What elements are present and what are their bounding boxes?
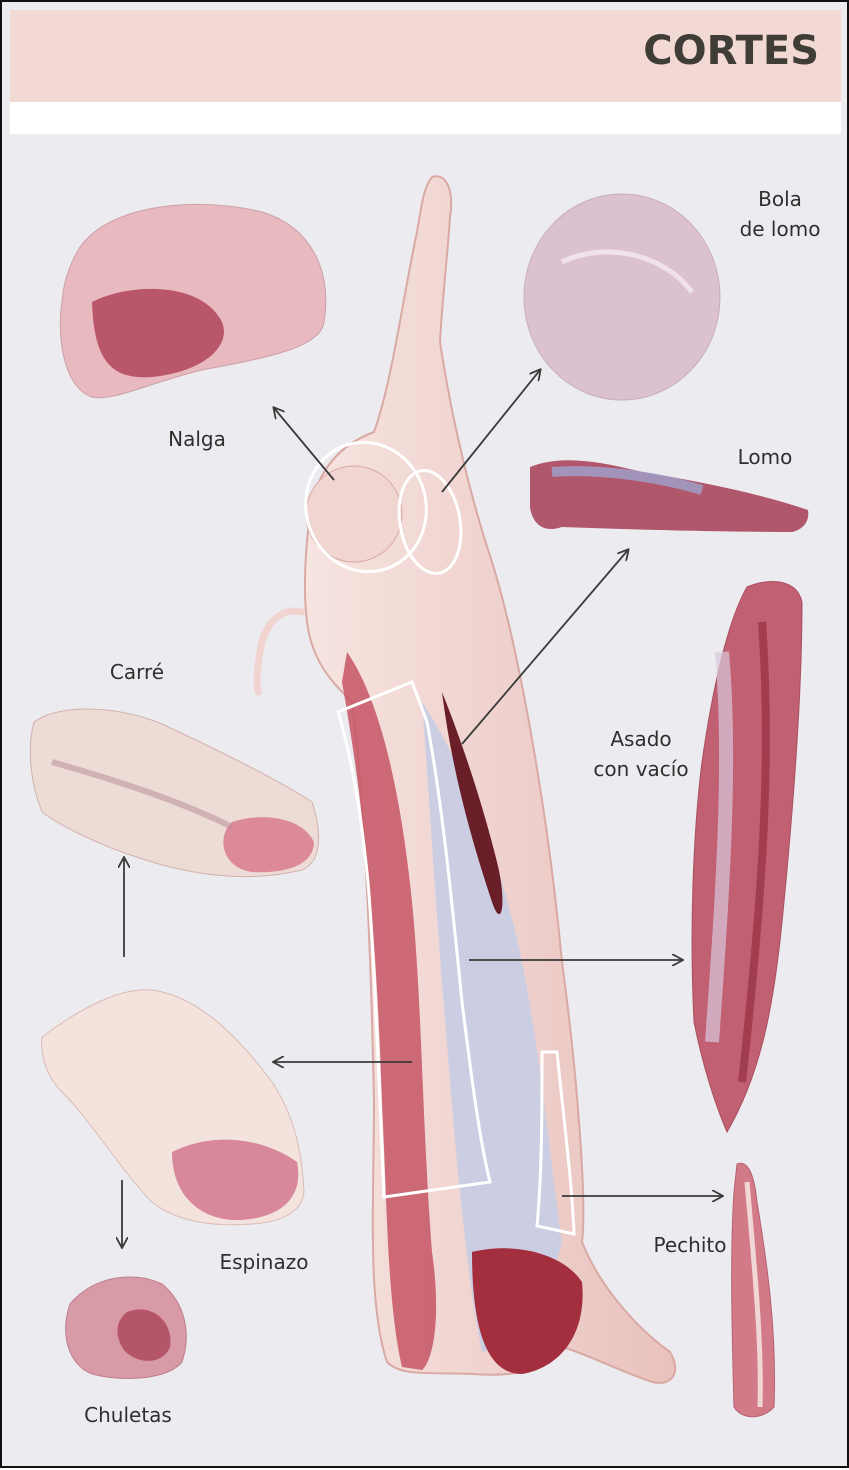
label-espinazo: Espinazo (214, 1247, 314, 1277)
label-nalga: Nalga (162, 424, 232, 454)
asado-con-vacio-cut (692, 582, 802, 1132)
bola-de-lomo-cut (524, 194, 720, 400)
chuletas-cut (66, 1277, 187, 1379)
label-chuletas: Chuletas (78, 1400, 178, 1430)
espinazo-cut (42, 990, 304, 1225)
label-lomo: Lomo (730, 442, 800, 472)
hoof-hook (257, 611, 302, 692)
arrow-to-nalga (274, 408, 334, 480)
pechito-cut (732, 1163, 775, 1416)
label-bola-de-lomo: Bola de lomo (732, 184, 828, 244)
label-asado-line2: con vacío (586, 754, 696, 784)
label-asado-con-vacio: Asado con vacío (586, 724, 696, 784)
label-bola-de-lomo-line1: Bola (732, 184, 828, 214)
carre-cut (30, 709, 318, 877)
label-bola-de-lomo-line2: de lomo (732, 214, 828, 244)
label-asado-line1: Asado (586, 724, 696, 754)
label-carre: Carré (102, 657, 172, 687)
label-pechito: Pechito (650, 1230, 730, 1260)
nalga-cut (60, 204, 325, 397)
